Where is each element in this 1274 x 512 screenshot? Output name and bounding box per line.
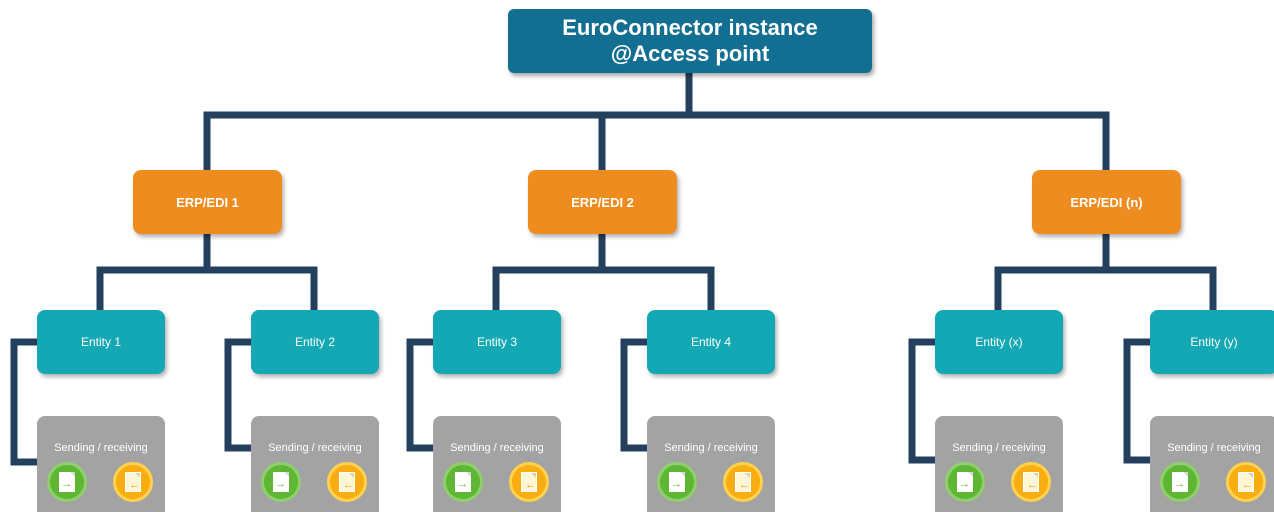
connector-entity-x-channel	[908, 338, 939, 464]
erp-node-n: ERP/EDI (n)	[1032, 170, 1181, 234]
connector-entity-4-channel	[620, 338, 651, 452]
entity-node-y: Entity (y)	[1150, 310, 1274, 374]
root-node: EuroConnector instance @Access point	[508, 9, 872, 73]
connector-erp-2-entity-4	[598, 266, 715, 314]
document-send-icon: →	[1160, 462, 1200, 502]
channel-label: Sending / receiving	[450, 442, 544, 454]
connector-entity-1-channel	[10, 338, 41, 466]
channel-block-2: Sending / receiving → ←	[251, 416, 379, 512]
entity-node-3: Entity 3	[433, 310, 561, 374]
entity-node-x: Entity (x)	[935, 310, 1063, 374]
document-send-icon: →	[945, 462, 985, 502]
channel-block-y: Sending / receiving → ←	[1150, 416, 1274, 512]
document-receive-icon: ←	[509, 462, 549, 502]
connector-erp-1-bus	[96, 230, 211, 314]
document-send-icon: →	[443, 462, 483, 502]
document-send-icon: →	[657, 462, 697, 502]
channel-block-1: Sending / receiving → ←	[37, 416, 165, 512]
erp-node-2: ERP/EDI 2	[528, 170, 677, 234]
channel-label: Sending / receiving	[664, 442, 758, 454]
document-send-icon: →	[261, 462, 301, 502]
connector-entity-2-channel	[224, 338, 255, 452]
channel-block-x: Sending / receiving → ←	[935, 416, 1063, 512]
connector-entity-y-channel	[1123, 338, 1154, 464]
channel-label: Sending / receiving	[54, 442, 148, 454]
entity-node-4: Entity 4	[647, 310, 775, 374]
document-receive-icon: ←	[723, 462, 763, 502]
document-receive-icon: ←	[113, 462, 153, 502]
document-receive-icon: ←	[1226, 462, 1266, 502]
connector-entity-3-channel	[406, 338, 437, 452]
root-title-line-1: EuroConnector instance	[562, 15, 818, 40]
document-receive-icon: ←	[1011, 462, 1051, 502]
connector-erp-1-entity-2	[203, 266, 318, 314]
connector-erp-n-entity-y	[1102, 266, 1217, 314]
channel-label: Sending / receiving	[1167, 442, 1261, 454]
entity-node-1: Entity 1	[37, 310, 165, 374]
entity-node-2: Entity 2	[251, 310, 379, 374]
document-send-icon: →	[47, 462, 87, 502]
channel-block-3: Sending / receiving → ←	[433, 416, 561, 512]
document-receive-icon: ←	[327, 462, 367, 502]
channel-label: Sending / receiving	[268, 442, 362, 454]
channel-label: Sending / receiving	[952, 442, 1046, 454]
root-title-line-2: @Access point	[610, 41, 770, 66]
connector-erp-2-bus	[492, 230, 606, 314]
erp-node-1: ERP/EDI 1	[133, 170, 282, 234]
channel-block-4: Sending / receiving → ←	[647, 416, 775, 512]
connector-erp-n-bus	[994, 230, 1110, 314]
